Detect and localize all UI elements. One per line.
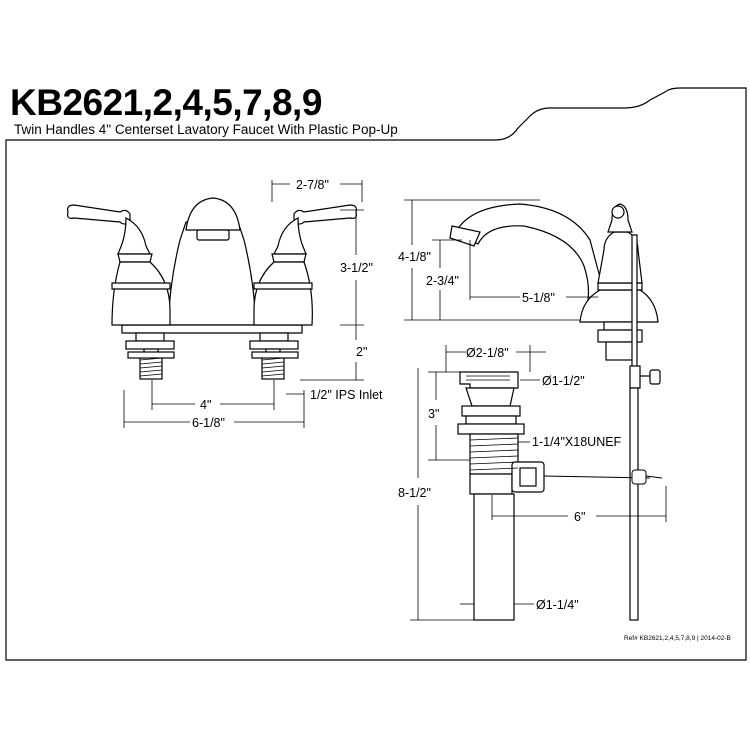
front-view-faucet — [67, 197, 357, 380]
side-view-faucet — [449, 203, 659, 361]
tailpiece-diameter-label: Ø1-1/4" — [536, 598, 579, 612]
total-length-label: 8-1/2" — [398, 486, 431, 500]
drawing-frame — [5, 87, 747, 661]
front-view-threads — [139, 357, 285, 377]
product-description: Twin Handles 4" Centerset Lavatory Fauce… — [14, 122, 398, 137]
flange-diameter-label: Ø2-1/8" — [466, 346, 509, 360]
opening-diameter-label: Ø1-1/2" — [542, 374, 585, 388]
spout-height-label: 2-3/4" — [426, 274, 459, 288]
front-view-dimensions — [123, 180, 364, 428]
drain-dimensions — [410, 345, 667, 621]
rod-length-label: 6" — [574, 510, 585, 524]
height-label: 3-1/2" — [340, 261, 373, 275]
total-height-label: 4-1/8" — [398, 250, 431, 264]
popup-lift-rod — [629, 234, 661, 621]
spread-width-label: 2-7/8" — [296, 178, 329, 192]
right-handle-icon — [293, 204, 357, 225]
side-view-dimensions — [404, 199, 598, 321]
spout-reach-label: 5-1/8" — [522, 291, 555, 305]
reference-footer: Ref# KB2621,2,4,5,7,8,9 | 2014-02-B — [624, 635, 731, 642]
spout-icon — [455, 203, 604, 301]
thread-spec-label: 1-1/4"X18UNEF — [532, 435, 622, 449]
drain-assembly — [457, 371, 545, 621]
inlet-label: 1/2" IPS Inlet — [310, 388, 383, 402]
center-label: 4" — [200, 398, 211, 412]
left-handle-icon — [67, 204, 131, 225]
base-width-label: 6-1/8" — [192, 416, 225, 430]
flange-depth-label: 3" — [428, 407, 439, 421]
drain-threads — [466, 375, 519, 471]
model-number: KB2621,2,4,5,7,8,9 — [10, 82, 322, 123]
pivot-rod — [543, 469, 663, 485]
shank-length-label: 2" — [356, 345, 367, 359]
